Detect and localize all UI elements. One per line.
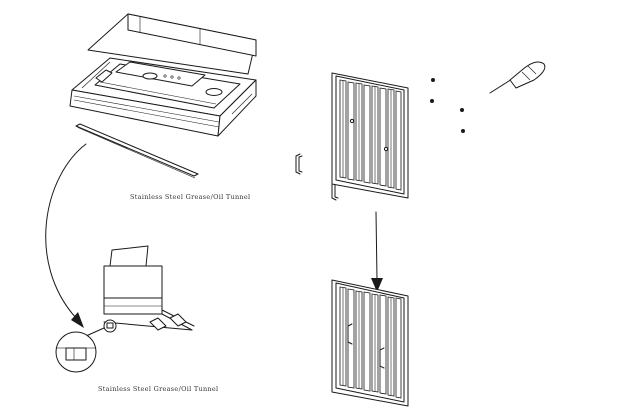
screwdriver-icon	[489, 61, 546, 94]
curved-arrow-icon	[45, 143, 87, 328]
screw-icon	[430, 78, 465, 133]
caption-top: Stainless Steel Grease/Oil Tunnel	[130, 193, 250, 201]
hood-side-detail	[103, 245, 195, 333]
baffle-filter-icon	[331, 279, 409, 407]
range-hood-icon	[69, 13, 257, 137]
baffle-filter-icon	[331, 72, 409, 199]
caption-bottom: Stainless Steel Grease/Oil Tunnel	[98, 385, 218, 393]
arrow-down-icon	[371, 211, 383, 292]
magnifier-icon	[55, 327, 105, 373]
grease-tunnel-icon	[75, 123, 199, 179]
